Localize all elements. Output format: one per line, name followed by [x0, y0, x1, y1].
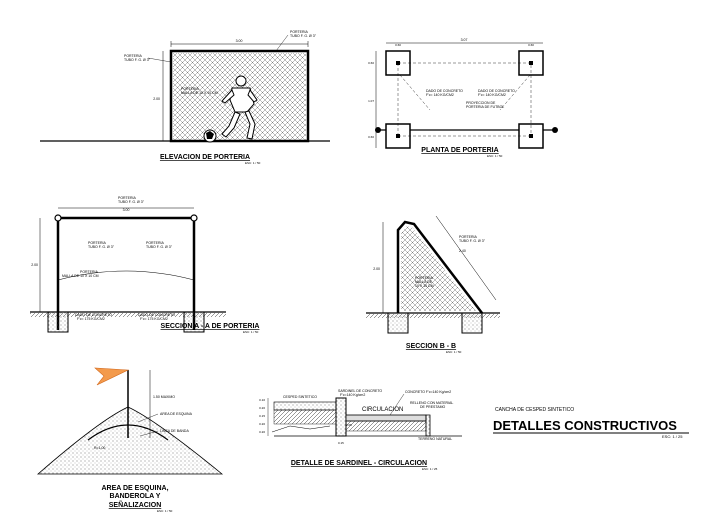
section-a-title: SECCION A - A DE PORTERIA — [161, 323, 260, 330]
svg-text:PORTERIA: PORTERIA — [80, 270, 98, 274]
section-a-view: 3.00 2.00 PORTERIA TUBO F. G. Ø 3" PORTE… — [30, 196, 259, 334]
elevation-view: 3.00 2.00 PORTERIA TUBO F. G. Ø 3" PORTE… — [40, 30, 330, 165]
svg-text:0.05: 0.05 — [346, 423, 352, 427]
svg-text:ESC: 1 / 50: ESC: 1 / 50 — [446, 350, 462, 354]
svg-text:10 X 10 CM: 10 X 10 CM — [415, 284, 434, 288]
goal-profile — [396, 220, 483, 314]
elev-height-dim: 2.00 — [153, 97, 160, 101]
svg-text:1.07: 1.07 — [368, 99, 374, 103]
section-b-title: SECCION B - B — [406, 343, 456, 350]
svg-text:PORTERIA: PORTERIA — [118, 196, 136, 200]
svg-text:TERRENO NATURAL: TERRENO NATURAL — [418, 437, 452, 441]
svg-text:TUBO F. G. Ø 3": TUBO F. G. Ø 3" — [88, 245, 115, 249]
svg-text:R=1.00: R=1.00 — [94, 446, 105, 450]
svg-text:PORTERIA: PORTERIA — [459, 235, 477, 239]
elev-title: ELEVACION DE PORTERIA — [160, 154, 250, 161]
svg-text:F'c= 140 KG/CM2: F'c= 140 KG/CM2 — [478, 93, 506, 97]
dado-left — [47, 311, 69, 333]
svg-text:TUBO F. G. Ø 3": TUBO F. G. Ø 3" — [118, 200, 145, 204]
svg-text:PORTERIA: PORTERIA — [88, 241, 106, 245]
svg-text:0.60: 0.60 — [368, 135, 374, 139]
svg-text:0.60: 0.60 — [528, 43, 534, 47]
plan-view: 3.07 0.60 0.60 0.60 1.07 0.60 DADO DE CO… — [368, 38, 558, 158]
svg-text:0.20: 0.20 — [259, 406, 265, 410]
plan-scale: ESC: 1 / 50 — [487, 154, 503, 158]
elev-tube-spec-top: TUBO F. G. Ø 3" — [290, 34, 317, 38]
svg-text:RELLENO CON MATERIAL: RELLENO CON MATERIAL — [410, 401, 453, 405]
svg-text:0.20: 0.20 — [259, 422, 265, 426]
svg-text:TUBO F. G. Ø 3": TUBO F. G. Ø 3" — [459, 239, 486, 243]
elev-width-dim: 3.00 — [236, 39, 243, 43]
svg-text:3.00: 3.00 — [123, 208, 130, 212]
svg-text:DADO DE CONCRETO: DADO DE CONCRETO — [426, 89, 463, 93]
svg-text:PORTERIA DE FUTBOL: PORTERIA DE FUTBOL — [466, 105, 504, 109]
svg-text:F'c=140 Kg/cm2: F'c=140 Kg/cm2 — [340, 393, 365, 397]
svg-text:LINEA DE BANDA: LINEA DE BANDA — [160, 429, 189, 433]
svg-text:ESC: 1 / 50: ESC: 1 / 50 — [157, 509, 173, 513]
svg-text:DE PRESTAMO: DE PRESTAMO — [420, 405, 445, 409]
elev-tube-label-left: PORTERIA — [124, 54, 142, 58]
svg-text:PORTERIA: PORTERIA — [146, 241, 164, 245]
svg-text:MALLA DE: MALLA DE — [415, 280, 433, 284]
svg-text:0.60: 0.60 — [395, 43, 401, 47]
sheet-title: DETALLES CONSTRUCTIVOS — [493, 418, 677, 433]
corner-area-view: 1.50 MAXIMO AREA DE ESQUINA LINEA DE BAN… — [36, 367, 224, 513]
title-block: CANCHA DE CESPED SINTETICO DETALLES CONS… — [493, 407, 689, 439]
corner-flag-icon — [94, 367, 130, 386]
corner-title-2: BANDEROLA Y — [110, 493, 161, 500]
elev-tube-label-top: PORTERIA — [290, 30, 308, 34]
section-b-view: 2.00 2.40 PORTERIA TUBO F. G. Ø 3" PORTE… — [366, 215, 500, 354]
corner-title-3: SEÑALIZACION — [109, 500, 162, 509]
elev-scale: ESC: 1 / 50 — [245, 161, 261, 165]
svg-text:2.00: 2.00 — [31, 263, 38, 267]
svg-text:DADO DE CONCRETO: DADO DE CONCRETO — [75, 313, 112, 317]
svg-text:F'c= 175 KG/CM2: F'c= 175 KG/CM2 — [140, 317, 168, 321]
svg-text:DADO DE CONCRETO: DADO DE CONCRETO — [138, 313, 175, 317]
svg-text:0.20: 0.20 — [259, 430, 265, 434]
svg-text:0.10: 0.10 — [259, 398, 265, 402]
elev-tube-spec-left: TUBO F. G. Ø 3" — [124, 58, 151, 62]
svg-text:CESPED SINTETICO: CESPED SINTETICO — [283, 395, 317, 399]
svg-text:2.40: 2.40 — [459, 249, 466, 253]
plan-title: PLANTA DE PORTERIA — [421, 147, 498, 154]
svg-text:0.15: 0.15 — [338, 441, 344, 445]
player-figure — [221, 75, 258, 140]
sheet-scale: ESC: 1 / 25 — [662, 434, 683, 439]
corner-title-1: AREA DE ESQUINA, — [101, 485, 168, 492]
svg-text:F'c= 175 KG/CM2: F'c= 175 KG/CM2 — [77, 317, 105, 321]
svg-text:ESC: 1 / 25: ESC: 1 / 25 — [422, 467, 438, 471]
svg-text:1.50 MAXIMO: 1.50 MAXIMO — [153, 395, 175, 399]
svg-text:SARDINEL DE CONCRETO: SARDINEL DE CONCRETO — [338, 389, 382, 393]
svg-text:MALLA DE 10 X 10 CM: MALLA DE 10 X 10 CM — [62, 274, 99, 278]
svg-text:2.00: 2.00 — [373, 267, 380, 271]
svg-text:F'c= 140 KG/CM2: F'c= 140 KG/CM2 — [426, 93, 454, 97]
elev-mesh-label: PORTERIA — [181, 87, 199, 91]
svg-text:0.60: 0.60 — [368, 61, 374, 65]
plan-dim-top: 3.07 — [461, 38, 468, 42]
svg-text:DADO DE CONCRETO: DADO DE CONCRETO — [478, 89, 515, 93]
svg-text:ESC: 1 / 50: ESC: 1 / 50 — [243, 330, 259, 334]
svg-text:0.15: 0.15 — [259, 414, 265, 418]
dado-right — [183, 311, 205, 333]
curb-detail-view: CESPED SINTETICO SARDINEL DE CONCRETO F'… — [259, 389, 462, 471]
svg-text:PORTERIA: PORTERIA — [415, 276, 433, 280]
svg-text:PROYECCION DE: PROYECCION DE — [466, 101, 496, 105]
curb-title: DETALLE DE SARDINEL - CIRCULACION — [291, 460, 427, 467]
svg-text:CONCRETO F'c=140 Kg/cm2: CONCRETO F'c=140 Kg/cm2 — [405, 390, 451, 394]
circulacion-label: CIRCULACION — [362, 407, 403, 413]
svg-text:AREA DE ESQUINA: AREA DE ESQUINA — [160, 412, 193, 416]
curb-section — [335, 397, 347, 437]
project-name: CANCHA DE CESPED SINTETICO — [495, 407, 574, 413]
svg-text:TUBO F. G. Ø 3": TUBO F. G. Ø 3" — [146, 245, 173, 249]
elev-mesh-spec: MALLA DE 10 X 10 CM — [181, 91, 218, 95]
